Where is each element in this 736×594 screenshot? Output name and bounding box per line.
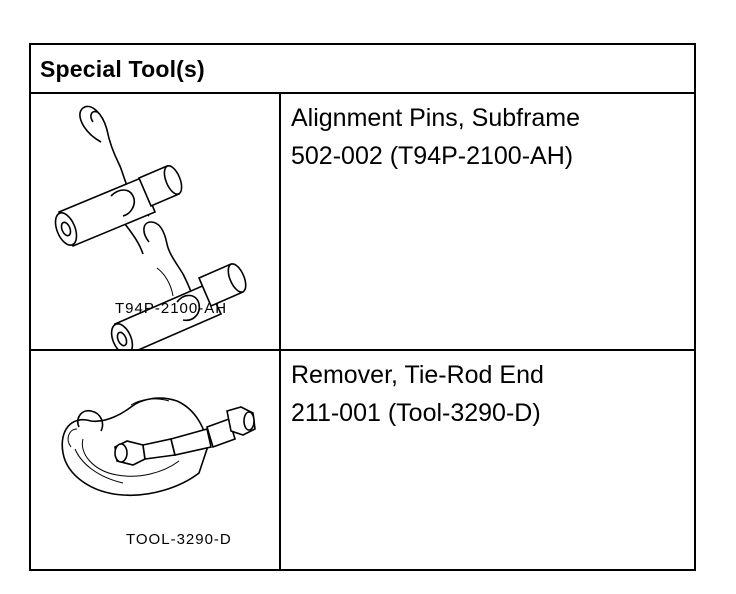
tool-name: Remover, Tie-Rod End bbox=[291, 361, 544, 389]
special-tools-table: Special Tool(s) bbox=[29, 43, 696, 571]
tool-row: T94P-2100-AH Alignment Pins, Subframe 50… bbox=[31, 92, 694, 351]
tool-illustration-cell: TOOL-3290-D bbox=[31, 349, 281, 571]
tie-rod-end-remover-icon bbox=[61, 397, 256, 497]
tool-description-cell: Alignment Pins, Subframe 502-002 (T94P-2… bbox=[281, 92, 694, 349]
tool-number: 502-002 (T94P-2100-AH) bbox=[291, 142, 574, 170]
tool-name: Alignment Pins, Subframe bbox=[291, 104, 581, 132]
tool-illustration-cell: T94P-2100-AH bbox=[31, 92, 281, 349]
tool-description-cell: Remover, Tie-Rod End 211-001 (Tool-3290-… bbox=[281, 349, 694, 571]
illustration-label: T94P-2100-AH bbox=[115, 300, 228, 317]
illustration-label: TOOL-3290-D bbox=[126, 531, 232, 548]
table-header: Special Tool(s) bbox=[31, 45, 694, 94]
tool-number: 211-001 (Tool-3290-D) bbox=[291, 399, 541, 427]
tool-row: TOOL-3290-D Remover, Tie-Rod End 211-001… bbox=[31, 349, 694, 571]
table-title: Special Tool(s) bbox=[40, 56, 205, 82]
alignment-pins-icon bbox=[54, 105, 247, 349]
